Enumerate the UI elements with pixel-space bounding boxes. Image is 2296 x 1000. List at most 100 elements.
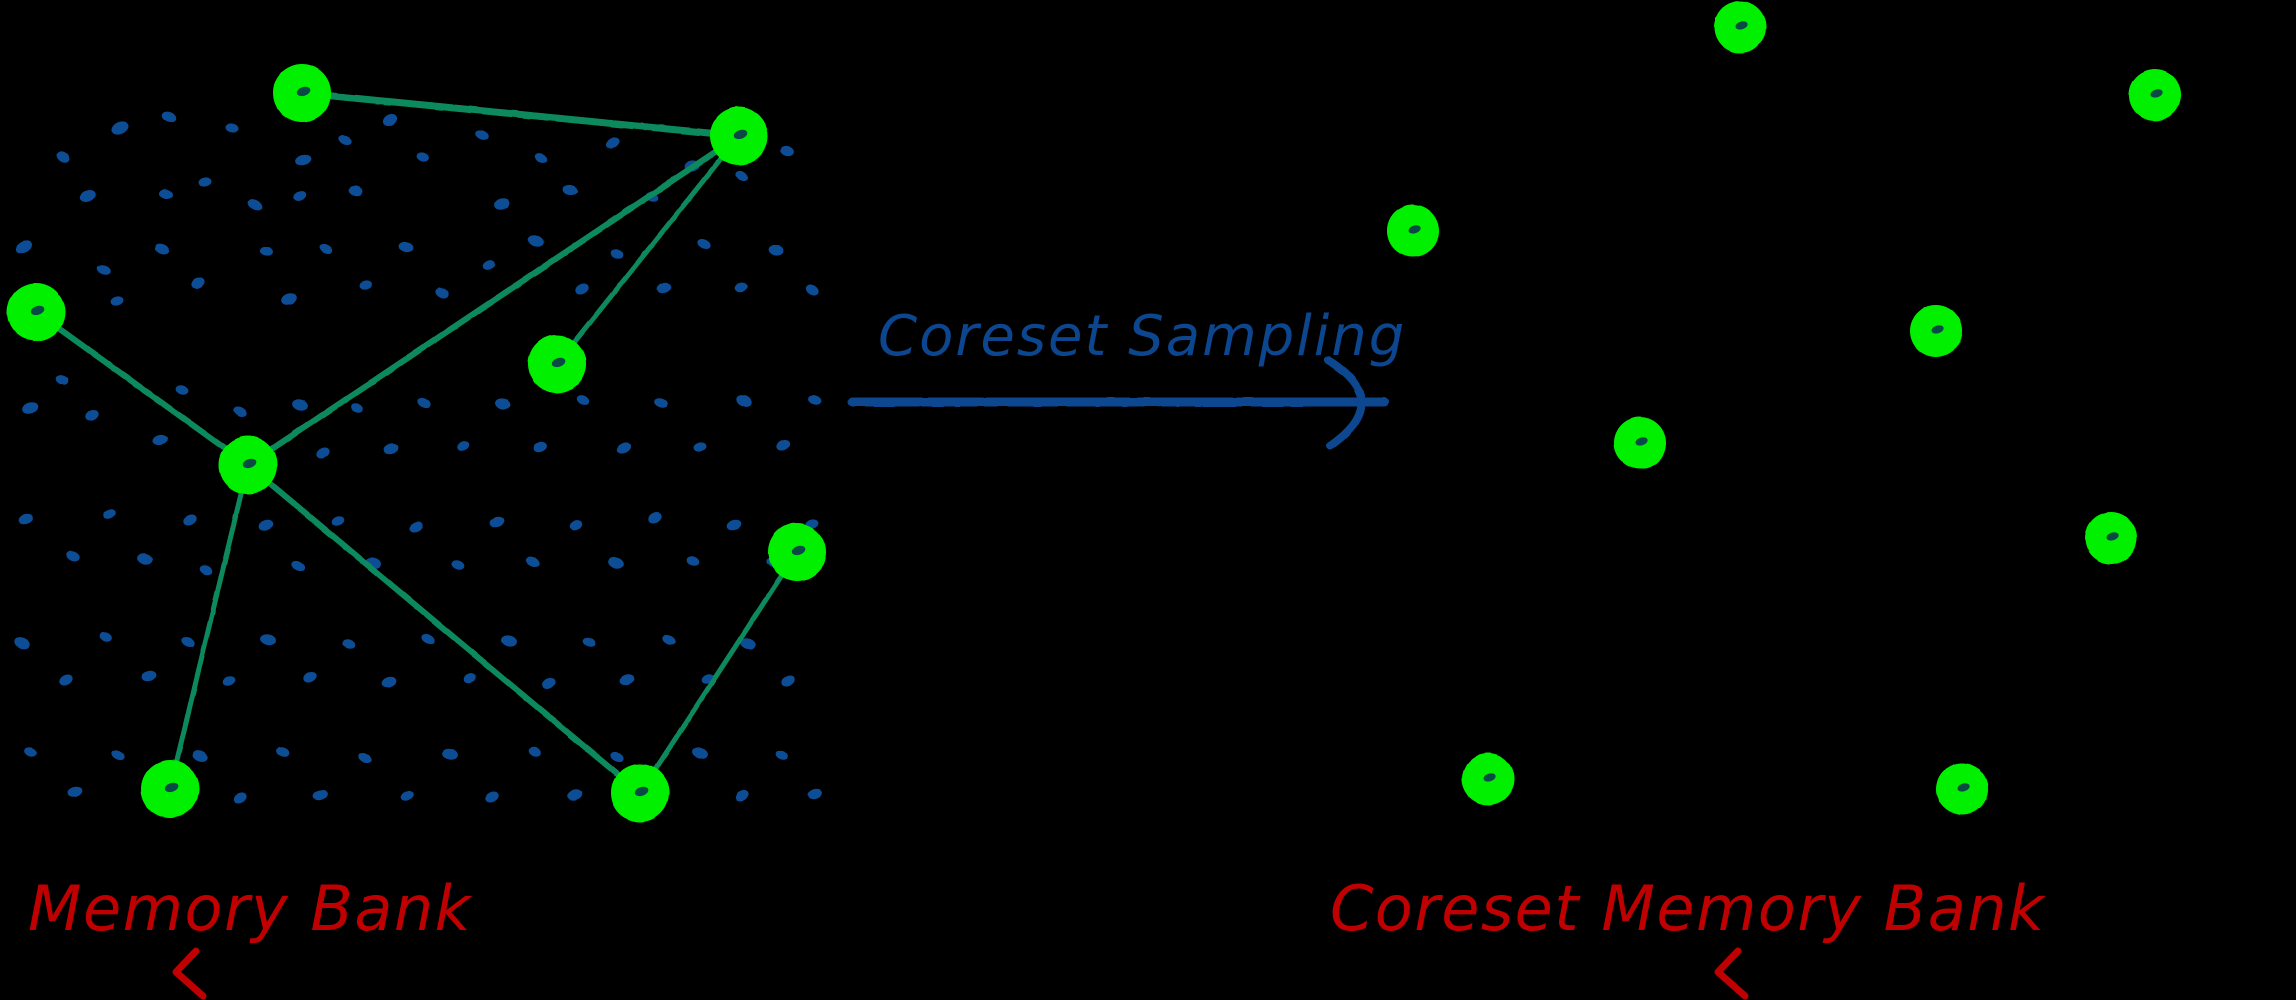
data-point bbox=[233, 792, 247, 804]
coreset-node-center-dot bbox=[1635, 437, 1648, 446]
data-point bbox=[358, 752, 372, 764]
coreset-node-center-dot bbox=[1408, 225, 1421, 234]
data-point bbox=[686, 556, 700, 566]
data-point bbox=[338, 134, 352, 146]
coreset-node[interactable] bbox=[7, 283, 65, 341]
coreset-memory-label-flourish bbox=[1714, 947, 1749, 1000]
coreset-node-center-dot bbox=[296, 86, 311, 97]
coreset-node[interactable] bbox=[1462, 753, 1514, 805]
memory-bank-coreset-nodes bbox=[7, 64, 826, 822]
coreset-node-center-dot bbox=[733, 129, 748, 140]
data-point bbox=[442, 748, 458, 760]
data-point bbox=[383, 443, 399, 455]
data-point bbox=[111, 121, 129, 135]
coreset-node-center-dot bbox=[551, 357, 566, 368]
data-point bbox=[456, 441, 470, 451]
coreset-memory-bank-label: Coreset Memory Bank bbox=[1330, 872, 2046, 945]
coreset-node[interactable] bbox=[219, 436, 277, 494]
data-point bbox=[316, 447, 330, 459]
data-point bbox=[85, 409, 99, 421]
graph-edge bbox=[637, 549, 800, 796]
data-point bbox=[192, 750, 208, 762]
memory-bank-point-cloud bbox=[14, 111, 823, 804]
data-point bbox=[292, 399, 308, 411]
data-point bbox=[805, 284, 819, 296]
data-point bbox=[608, 557, 624, 569]
coreset-memory-bank-nodes bbox=[1387, 1, 2181, 815]
data-point bbox=[258, 519, 274, 531]
coreset-node[interactable] bbox=[611, 764, 669, 822]
data-point bbox=[501, 635, 517, 647]
coreset-node-center-dot bbox=[1483, 773, 1496, 782]
data-point bbox=[191, 277, 205, 289]
data-point bbox=[342, 639, 356, 649]
data-point bbox=[141, 670, 157, 682]
data-point bbox=[181, 636, 195, 648]
coreset-node[interactable] bbox=[528, 335, 586, 393]
data-point bbox=[281, 293, 297, 305]
data-point bbox=[489, 516, 505, 528]
coreset-node[interactable] bbox=[1387, 205, 1439, 257]
coreset-node[interactable] bbox=[2129, 69, 2181, 121]
coreset-node[interactable] bbox=[1910, 305, 1962, 357]
data-point bbox=[528, 235, 544, 247]
memory-bank-label: Memory Bank bbox=[28, 872, 473, 945]
data-point bbox=[102, 509, 116, 519]
graph-edge bbox=[33, 309, 251, 468]
coreset-node[interactable] bbox=[1936, 763, 1988, 815]
coreset-node[interactable] bbox=[1614, 417, 1666, 469]
data-point bbox=[247, 199, 263, 211]
coreset-node-center-dot bbox=[791, 545, 806, 556]
data-point bbox=[416, 152, 430, 162]
coreset-node[interactable] bbox=[273, 64, 331, 122]
data-point bbox=[67, 786, 83, 798]
data-point bbox=[656, 282, 672, 294]
data-point bbox=[533, 441, 547, 453]
data-point bbox=[159, 188, 173, 200]
coreset-node[interactable] bbox=[710, 107, 768, 165]
coreset-node-center-dot bbox=[2150, 89, 2163, 98]
data-point bbox=[734, 282, 748, 292]
data-point bbox=[475, 130, 489, 140]
data-point bbox=[331, 516, 345, 526]
graph-edge bbox=[167, 462, 251, 792]
data-point bbox=[398, 241, 414, 253]
coreset-node[interactable] bbox=[141, 760, 199, 818]
data-point bbox=[776, 439, 790, 451]
coreset-node-center-dot bbox=[1957, 783, 1970, 792]
data-point bbox=[198, 177, 212, 187]
data-point bbox=[567, 789, 583, 801]
data-point bbox=[780, 145, 794, 157]
data-point bbox=[768, 244, 784, 256]
data-point bbox=[693, 442, 707, 452]
data-point bbox=[111, 749, 125, 761]
data-point bbox=[463, 673, 477, 683]
data-point bbox=[409, 521, 423, 533]
data-point bbox=[110, 296, 124, 306]
coreset-node[interactable] bbox=[768, 523, 826, 581]
data-point bbox=[692, 747, 708, 759]
data-point bbox=[726, 519, 742, 531]
data-point bbox=[152, 434, 168, 446]
data-point bbox=[542, 677, 556, 689]
data-point bbox=[260, 634, 276, 646]
data-point bbox=[233, 406, 247, 418]
data-point bbox=[534, 153, 548, 163]
data-point bbox=[225, 123, 239, 133]
data-point bbox=[616, 442, 632, 454]
data-point bbox=[291, 560, 305, 572]
data-point bbox=[808, 395, 822, 405]
data-point bbox=[526, 556, 540, 568]
data-point bbox=[400, 791, 414, 801]
data-point bbox=[99, 632, 113, 642]
coreset-node-center-dot bbox=[1735, 21, 1748, 30]
data-point bbox=[569, 520, 583, 530]
coreset-node[interactable] bbox=[1714, 1, 1766, 53]
coreset-node-center-dot bbox=[2106, 532, 2119, 541]
data-point bbox=[382, 113, 398, 127]
data-point bbox=[56, 151, 70, 163]
coreset-node[interactable] bbox=[2085, 512, 2137, 564]
data-point bbox=[606, 137, 620, 149]
graph-edge bbox=[245, 462, 643, 796]
